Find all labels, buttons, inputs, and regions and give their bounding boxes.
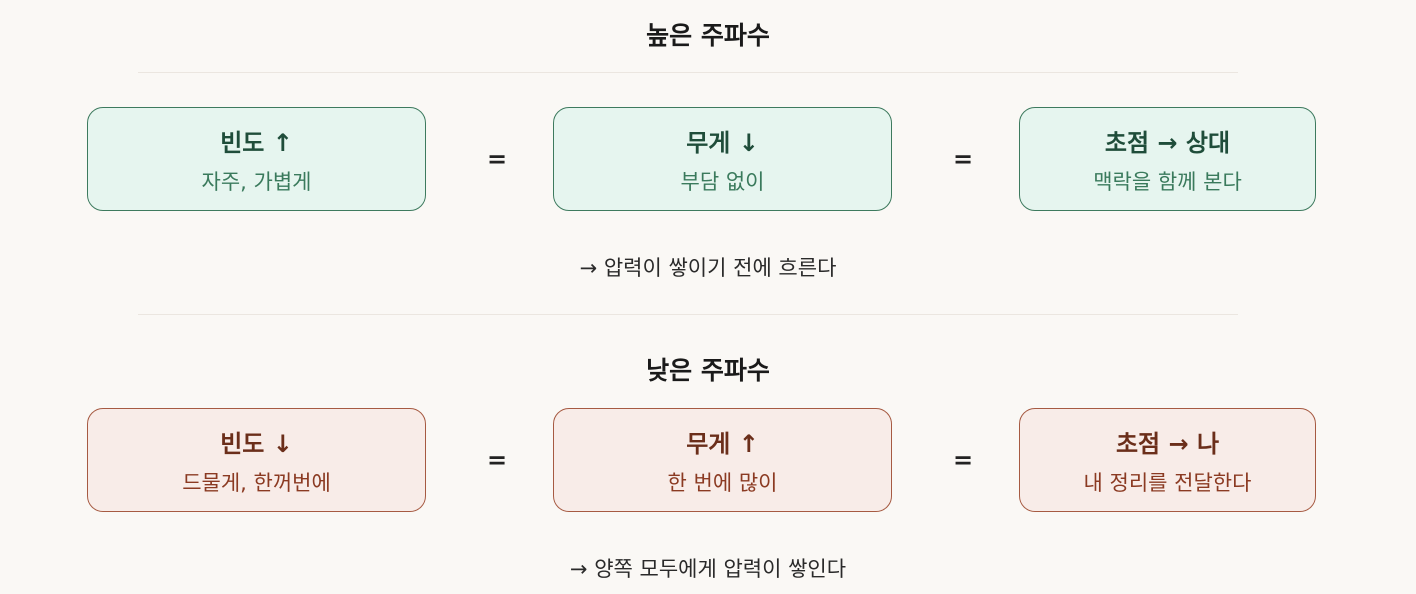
equals-sign: =	[486, 446, 508, 474]
weight-box: 무게 ↓ 부담 없이	[553, 107, 892, 211]
box-title: 빈도 ↑	[220, 128, 293, 157]
box-title: 초점 → 상대	[1104, 128, 1231, 157]
equals-sign: =	[486, 145, 508, 173]
box-subtitle: 자주, 가볍게	[201, 169, 312, 194]
high-frequency-box: 빈도 ↑ 자주, 가볍게	[87, 107, 426, 211]
box-subtitle: 부담 없이	[680, 169, 765, 194]
focus-box: 초점 → 나 내 정리를 전달한다	[1019, 408, 1316, 512]
equals-sign: =	[952, 145, 974, 173]
box-subtitle: 내 정리를 전달한다	[1083, 470, 1252, 495]
equals-sign: =	[952, 446, 974, 474]
frequency-box: 빈도 ↓ 드물게, 한꺼번에	[87, 408, 426, 512]
box-subtitle: 드물게, 한꺼번에	[182, 470, 331, 495]
box-title: 무게 ↓	[686, 128, 759, 157]
low-frequency-note: → 양쪽 모두에게 압력이 쌓인다	[569, 557, 847, 581]
box-subtitle: 한 번에 많이	[667, 470, 778, 495]
divider	[138, 72, 1238, 73]
low-frequency-title: 낮은 주파수	[646, 356, 770, 385]
box-title: 빈도 ↓	[220, 429, 293, 458]
focus-box: 초점 → 상대 맥락을 함께 본다	[1019, 107, 1316, 211]
box-title: 초점 → 나	[1115, 429, 1220, 458]
weight-box: 무게 ↑ 한 번에 많이	[553, 408, 892, 512]
high-frequency-title: 높은 주파수	[646, 21, 770, 50]
divider	[138, 314, 1238, 315]
high-frequency-note: → 압력이 쌓이기 전에 흐른다	[579, 256, 837, 280]
box-title: 무게 ↑	[686, 429, 759, 458]
box-subtitle: 맥락을 함께 본다	[1093, 169, 1242, 194]
